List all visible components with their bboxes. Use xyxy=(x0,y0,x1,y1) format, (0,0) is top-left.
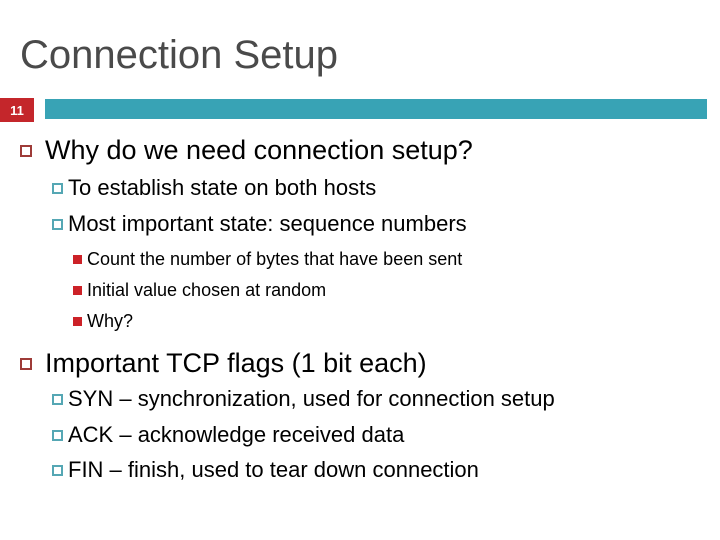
section2-sub-bullet-row: SYN – synchronization, used for connecti… xyxy=(52,387,555,411)
section1-sub-sub-bullet-row: Why? xyxy=(73,311,133,331)
hollow-square-teal-bullet-icon xyxy=(52,394,63,405)
hollow-square-teal-bullet-icon xyxy=(52,430,63,441)
section1-sub-sub-bullet-row: Count the number of bytes that have been… xyxy=(73,249,462,269)
section2-heading: Important TCP flags (1 bit each) xyxy=(45,348,427,378)
accent-bar xyxy=(45,99,707,119)
filled-square-red-bullet-icon xyxy=(73,255,82,264)
filled-square-red-bullet-icon xyxy=(73,317,82,326)
hollow-square-teal-bullet-icon xyxy=(52,183,63,194)
section1-sub-sub-bullet-1: Count the number of bytes that have been… xyxy=(87,249,463,269)
section1-heading-row: Why do we need connection setup? xyxy=(20,136,473,165)
hollow-square-red-bullet-icon xyxy=(20,145,32,157)
section1-sub-sub-bullet-2: Initial value chosen at random xyxy=(87,280,327,300)
section2-sub-bullet-row: ACK – acknowledge received data xyxy=(52,423,404,447)
slide-number-badge: 11 xyxy=(0,98,34,122)
hollow-square-red-bullet-icon xyxy=(20,358,32,370)
hollow-square-teal-bullet-icon xyxy=(52,219,63,230)
section1-sub-bullet-1: To establish state on both hosts xyxy=(68,175,377,200)
slide-number: 11 xyxy=(10,102,24,118)
section2-sub-bullet-2: ACK – acknowledge received data xyxy=(68,422,405,447)
section1-sub-bullet-row: To establish state on both hosts xyxy=(52,176,376,200)
section1-heading: Why do we need connection setup? xyxy=(45,135,473,165)
section2-sub-bullet-row: FIN – finish, used to tear down connecti… xyxy=(52,458,479,482)
section1-sub-bullet-2: Most important state: sequence numbers xyxy=(68,211,467,236)
section2-sub-bullet-3: FIN – finish, used to tear down connecti… xyxy=(68,457,479,482)
section2-heading-row: Important TCP flags (1 bit each) xyxy=(20,349,427,378)
section2-sub-bullet-1: SYN – synchronization, used for connecti… xyxy=(68,386,555,411)
section1-sub-sub-bullet-3: Why? xyxy=(87,311,134,331)
section1-sub-sub-bullet-row: Initial value chosen at random xyxy=(73,280,326,300)
slide-title: Connection Setup xyxy=(20,33,339,77)
hollow-square-teal-bullet-icon xyxy=(52,465,63,476)
filled-square-red-bullet-icon xyxy=(73,286,82,295)
section1-sub-bullet-row: Most important state: sequence numbers xyxy=(52,212,467,236)
